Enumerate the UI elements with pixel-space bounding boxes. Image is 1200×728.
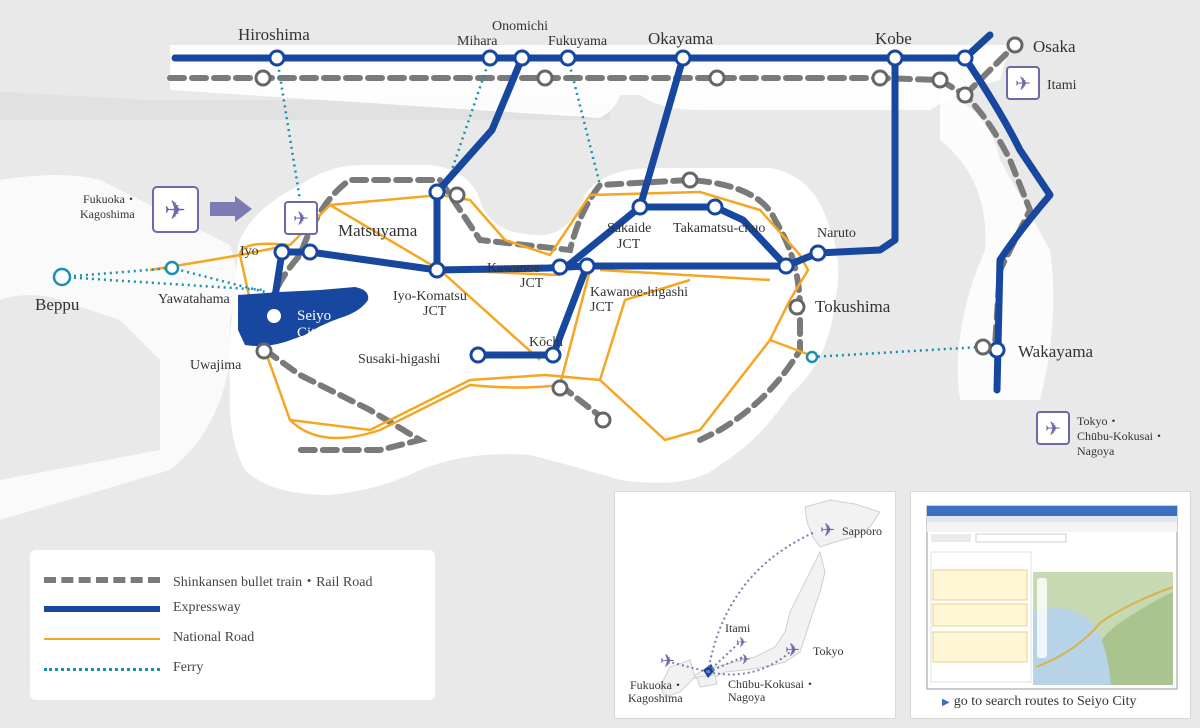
inset-label-chubu: Chūbu-Kokusai・ (728, 677, 816, 691)
japan-map: ✈ ✈ ✈ ✈ ✈ Sapporo Itami Tokyo Fukuoka・ K… (628, 499, 882, 705)
label-tokushima: Tokushima (815, 297, 891, 316)
expressway-nodes (268, 49, 1006, 364)
label-matsuyama: Matsuyama (338, 221, 418, 240)
label-kawanoe-jct: JCT (520, 276, 544, 291)
label-sakaide-jct: JCT (617, 237, 641, 252)
label-itami: Itami (1047, 78, 1077, 93)
search-routes-link[interactable]: ▶go to search routes to Seiyo City (942, 694, 1137, 709)
label-susaki-higashi: Susaki-higashi (358, 352, 441, 367)
label-hiroshima: Hiroshima (238, 25, 310, 44)
label-tokyo: Tokyo・ (1077, 414, 1120, 428)
inset-label-itami: Itami (725, 621, 751, 635)
inset-label-tokyo: Tokyo (813, 644, 844, 658)
svg-text:✈: ✈ (736, 636, 748, 651)
label-kagoshima: Kagoshima (80, 207, 135, 221)
legend-item-ferry: Ferry (30, 659, 430, 679)
arrow-icon (210, 196, 252, 222)
label-beppu: Beppu (35, 295, 80, 314)
legend-item-rail: Shinkansen bullet train・Rail Road (30, 570, 430, 590)
inset-label-fukuoka: Fukuoka・ (630, 678, 684, 692)
label-sakaide: Sakaide (607, 221, 651, 236)
svg-text:✈: ✈ (164, 196, 186, 225)
label-kawanoe-higashi-jct: JCT (590, 300, 614, 315)
inset-label-nagoya: Nagoya (728, 690, 766, 704)
label-fukuyama: Fukuyama (548, 34, 608, 49)
legend-item-expressway: Expressway (30, 599, 430, 619)
label-iyo: Iyo (240, 244, 259, 259)
seiyo-city-area (238, 287, 369, 346)
search-routes-panel[interactable]: ▶go to search routes to Seiyo City (910, 491, 1191, 719)
legend-item-national-road: National Road (30, 629, 430, 649)
label-iyo-komatsu-jct: JCT (423, 304, 447, 319)
inset-label-sapporo: Sapporo (842, 524, 882, 538)
label-iyo-komatsu: Iyo-Komatsu (393, 289, 467, 304)
map-legend: Shinkansen bullet train・Rail Road Expres… (30, 550, 435, 700)
label-seiyo: Seiyo (297, 308, 331, 324)
triangle-icon: ▶ (942, 697, 950, 708)
airport-icon: ✈ (284, 201, 318, 235)
shikoku-island (229, 165, 839, 495)
label-kawanoe: Kawanoe (487, 261, 540, 276)
airport-icon: ✈ (1036, 411, 1070, 445)
svg-text:✈: ✈ (1045, 419, 1061, 440)
svg-text:✈: ✈ (293, 209, 309, 230)
svg-text:✈: ✈ (785, 640, 800, 660)
japan-inset-map[interactable]: ✈ ✈ ✈ ✈ ✈ Sapporo Itami Tokyo Fukuoka・ K… (614, 491, 896, 719)
label-city: City (297, 325, 323, 341)
ferry-lines (61, 57, 981, 359)
label-kobe: Kobe (875, 29, 912, 48)
label-osaka: Osaka (1033, 37, 1076, 56)
label-fukuoka: Fukuoka・ (83, 192, 137, 206)
inset-label-kagoshima: Kagoshima (628, 691, 683, 705)
svg-text:✈: ✈ (660, 651, 675, 671)
label-okayama: Okayama (648, 29, 714, 48)
label-takamatsu: Takamatsu-chuo (673, 221, 765, 236)
svg-text:✈: ✈ (739, 653, 751, 668)
airport-icon: ✈ (152, 186, 199, 233)
label-mihara: Mihara (457, 34, 498, 49)
search-routes-thumbnail (926, 505, 1178, 690)
label-onomichi: Onomichi (492, 19, 548, 34)
label-naruto: Naruto (817, 226, 856, 241)
label-kochi: Kōchi (529, 335, 563, 350)
rail-stations (254, 36, 1024, 429)
airport-icon: ✈ (1006, 66, 1040, 100)
label-uwajima: Uwajima (190, 358, 242, 373)
label-nagoya: Nagoya (1077, 444, 1115, 458)
ferry-ports (52, 260, 819, 364)
label-yawatahama: Yawatahama (158, 292, 230, 307)
label-kawanoe-higashi: Kawanoe-higashi (590, 285, 688, 300)
label-wakayama: Wakayama (1018, 342, 1094, 361)
label-chubu: Chūbu-Kokusai・ (1077, 429, 1165, 443)
svg-text:✈: ✈ (820, 520, 835, 540)
svg-text:✈: ✈ (1015, 74, 1031, 95)
